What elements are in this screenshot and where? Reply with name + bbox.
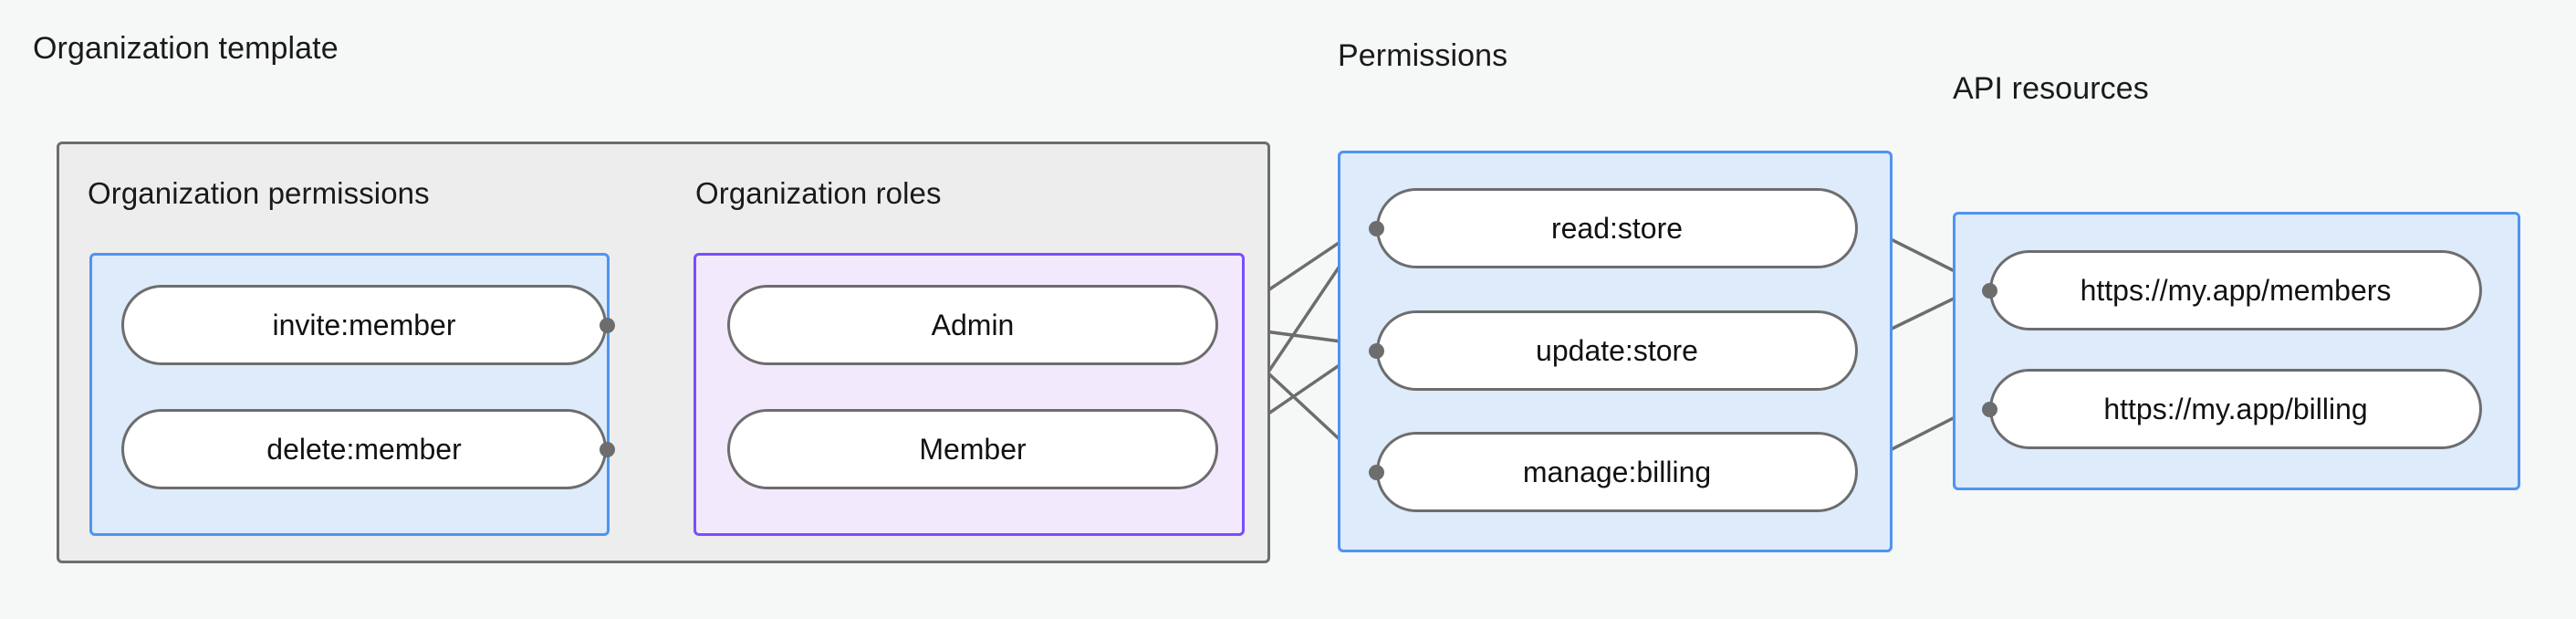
group-title-permissions: Permissions <box>1338 38 1508 73</box>
port-res-members[interactable] <box>1982 283 1997 299</box>
node-res-members[interactable]: https://my.app/members <box>1989 250 2482 330</box>
group-title-organization-template: Organization template <box>33 31 339 66</box>
node-label: update:store <box>1536 333 1698 367</box>
port-invite-member[interactable] <box>600 318 615 333</box>
node-read-store[interactable]: read:store <box>1376 188 1858 268</box>
group-title-api-resources: API resources <box>1953 71 2149 106</box>
node-res-billing[interactable]: https://my.app/billing <box>1989 369 2482 449</box>
node-manage-billing[interactable]: manage:billing <box>1376 432 1858 512</box>
node-label: https://my.app/members <box>2080 273 2392 307</box>
port-res-billing[interactable] <box>1982 402 1997 417</box>
port-update-store[interactable] <box>1369 343 1384 359</box>
node-label: invite:member <box>272 308 456 341</box>
node-delete-member[interactable]: delete:member <box>121 409 607 489</box>
node-label: delete:member <box>266 432 462 466</box>
node-role-member[interactable]: Member <box>727 409 1218 489</box>
node-update-store[interactable]: update:store <box>1376 310 1858 391</box>
node-invite-member[interactable]: invite:member <box>121 285 607 365</box>
node-label: Member <box>919 432 1027 466</box>
node-label: Admin <box>931 308 1015 341</box>
group-title-organization-permissions: Organization permissions <box>88 176 430 210</box>
node-label: manage:billing <box>1522 455 1712 488</box>
port-read-store[interactable] <box>1369 221 1384 236</box>
port-delete-member[interactable] <box>600 442 615 457</box>
group-title-organization-roles: Organization roles <box>695 176 942 210</box>
node-label: read:store <box>1550 211 1684 245</box>
node-role-admin[interactable]: Admin <box>727 285 1218 365</box>
node-label: https://my.app/billing <box>2103 392 2368 425</box>
port-manage-billing[interactable] <box>1369 465 1384 480</box>
